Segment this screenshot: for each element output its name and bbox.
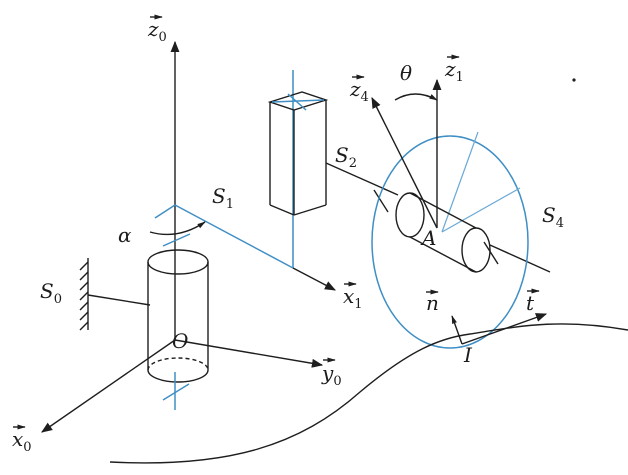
svg-text:z0: z0 — [147, 17, 167, 45]
wheel-s4 — [371, 131, 529, 349]
svg-text:z4: z4 — [349, 77, 369, 105]
label-z0: z0 — [147, 14, 167, 45]
label-x1: x1 — [343, 281, 363, 312]
ground-support-s0 — [79, 258, 151, 331]
pivot-cylinder — [147, 249, 209, 383]
svg-text:t: t — [526, 291, 535, 315]
label-o: O — [172, 329, 188, 353]
svg-text:x0: x0 — [12, 427, 32, 455]
label-s0: S0 — [40, 279, 62, 307]
wheel-hub — [395, 192, 491, 273]
frame-1-axes — [371, 78, 442, 229]
label-i: I — [463, 343, 473, 367]
svg-text:z1: z1 — [444, 57, 464, 85]
label-x0: x0 — [12, 424, 32, 455]
svg-text:y0: y0 — [321, 361, 342, 389]
label-z1: z1 — [444, 54, 464, 85]
angle-alpha — [149, 221, 206, 236]
label-t: t — [526, 288, 540, 315]
label-theta: θ — [400, 61, 412, 85]
label-s4: S4 — [542, 203, 564, 231]
label-s2: S2 — [335, 143, 357, 171]
stray-dot — [572, 78, 576, 82]
label-s1: S1 — [212, 184, 234, 212]
label-a: A — [420, 226, 436, 250]
label-alpha: α — [118, 223, 132, 247]
label-y0: y0 — [321, 357, 342, 389]
ground-profile — [109, 323, 628, 464]
svg-text:x1: x1 — [343, 284, 363, 312]
arm-s1 — [154, 70, 336, 291]
slider-block — [267, 91, 329, 216]
svg-text:n: n — [426, 291, 439, 315]
frame-0-axes — [41, 40, 324, 433]
arm-s2 — [325, 162, 551, 273]
label-z4: z4 — [349, 74, 369, 105]
label-n: n — [426, 289, 439, 315]
